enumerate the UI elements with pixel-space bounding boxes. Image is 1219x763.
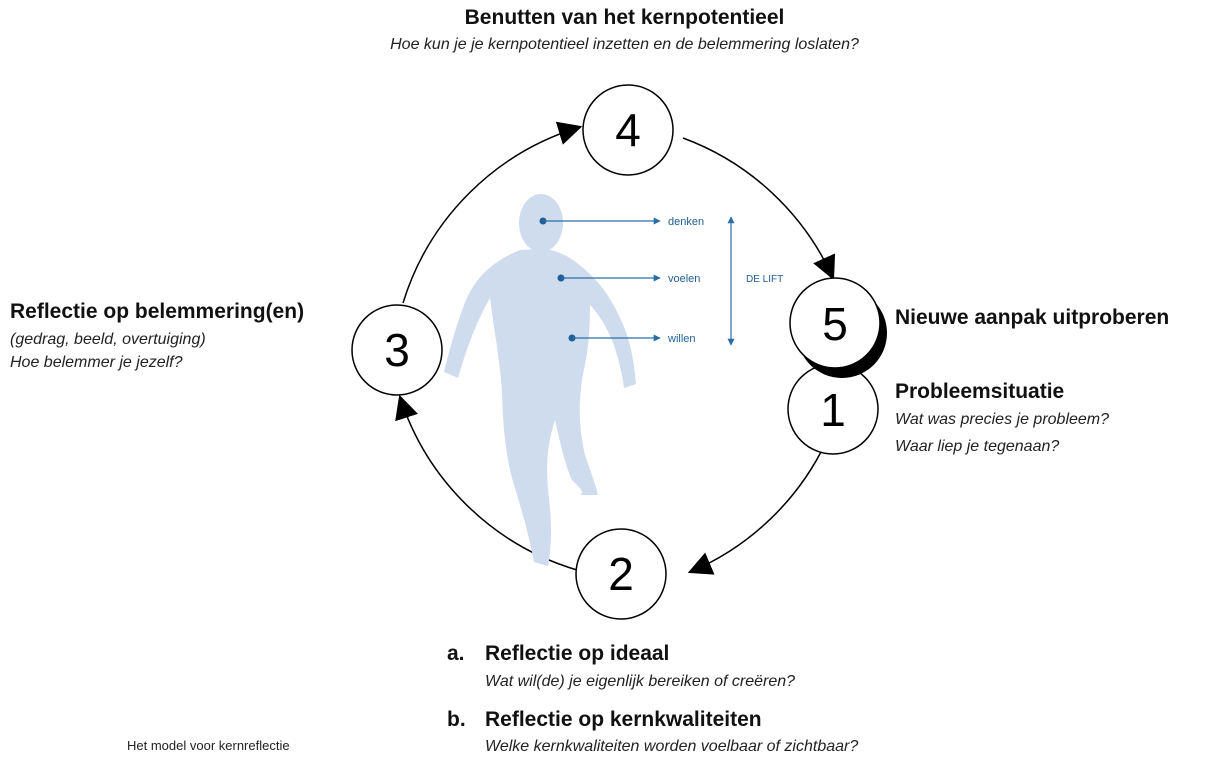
step-2b-title: Reflectie op kernkwaliteiten [485, 708, 762, 731]
step-4-number: 4 [615, 104, 641, 156]
arc-1-to-2 [687, 441, 827, 575]
step-3-title: Reflectie op belemmering(en) [10, 300, 305, 323]
step-3-line1: (gedrag, beeld, overtuiging) [10, 331, 206, 348]
pointer-denken [539, 217, 661, 225]
step-4-subtitle: Hoe kun je je kernpotentieel inzetten en… [390, 36, 859, 53]
step-1-line2: Waar liep je tegenaan? [895, 438, 1060, 455]
figure-caption: Het model voor kernreflectie [127, 738, 290, 753]
step-2-number: 2 [608, 548, 634, 600]
label-voelen: voelen [668, 273, 700, 285]
step-2a-heading: a. Reflectie op ideaal [447, 642, 669, 666]
step-3-number: 3 [384, 324, 410, 376]
pointer-willen [568, 334, 661, 342]
step-5-title: Nieuwe aanpak uitproberen [895, 306, 1170, 329]
arc-3-to-4 [402, 121, 583, 304]
step-2-node: 2 [575, 528, 667, 620]
step-2b-subtitle: Welke kernkwaliteiten worden voelbaar of… [485, 738, 859, 755]
step-3-line2: Hoe belemmer je jezelf? [10, 354, 183, 371]
step-2b-heading: b. Reflectie op kernkwaliteiten [447, 708, 762, 732]
step-1-line1: Wat was precies je probleem? [895, 411, 1110, 428]
pointer-voelen [557, 274, 661, 282]
label-willen: willen [667, 333, 696, 345]
arc-4-to-5 [682, 137, 836, 281]
step-2a-title: Reflectie op ideaal [485, 642, 670, 665]
step-1-number: 1 [820, 384, 846, 436]
step-2a-subtitle: Wat wil(de) je eigenlijk bereiken of cre… [485, 673, 796, 690]
step-5-node: 5 [789, 277, 887, 378]
label-de-lift: DE LIFT [746, 274, 783, 285]
label-denken: denken [668, 216, 704, 228]
step-1-node: 1 [787, 363, 879, 455]
step-3-node: 3 [351, 304, 443, 396]
step-2a-marker: a. [447, 642, 465, 665]
step-4-title: Benutten van het kernpotentieel [464, 6, 785, 29]
step-5-number: 5 [822, 298, 848, 350]
step-2b-marker: b. [447, 708, 466, 731]
step-4-node: 4 [582, 84, 674, 176]
step-1-title: Probleemsituatie [895, 380, 1065, 403]
